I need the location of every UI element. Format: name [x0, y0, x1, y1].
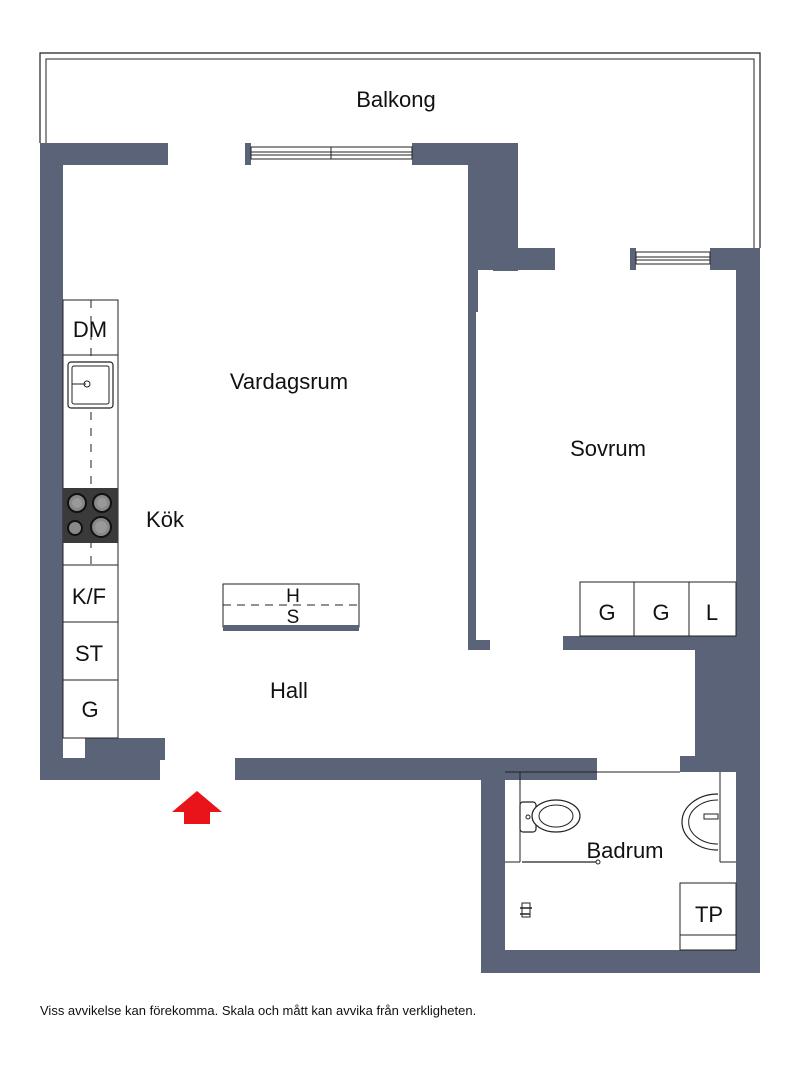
hat-shelf [222, 583, 360, 631]
hob [63, 488, 118, 543]
bedroom-wardrobes [579, 581, 737, 637]
room-label-sovrum: Sovrum [570, 436, 646, 461]
window-living [245, 143, 418, 165]
window-bedroom [630, 248, 711, 270]
fixture-label-st: ST [75, 641, 103, 666]
fixture-label-tp: TP [695, 902, 723, 927]
fixture-label-h: H [286, 586, 300, 607]
fixture-label-g-kitchen: G [81, 697, 98, 722]
washbasin [681, 793, 719, 851]
room-label-vardagsrum: Vardagsrum [230, 369, 348, 394]
disclaimer-text: Viss avvikelse kan förekomma. Skala och … [40, 1003, 477, 1018]
shower-mixer [520, 902, 532, 918]
room-label-badrum: Badrum [586, 838, 663, 863]
room-label-hall: Hall [270, 678, 308, 703]
fixture-label-g-2: G [652, 600, 669, 625]
fixture-label-s: S [287, 607, 300, 628]
fixture-label-dm: DM [73, 317, 107, 342]
floor-plan: Balkong Vardagsrum Sovrum Kök Hall Badru… [39, 52, 761, 973]
dryer [679, 882, 737, 951]
entrance-arrow-icon [172, 791, 222, 824]
fixture-label-g-1: G [598, 600, 615, 625]
room-label-kok: Kök [146, 507, 185, 532]
sink [67, 361, 114, 409]
balcony [39, 52, 761, 248]
wall-niches [476, 270, 493, 640]
toilet [519, 799, 581, 833]
fixture-label-kf: K/F [72, 584, 106, 609]
room-label-balkong: Balkong [356, 87, 436, 112]
fixture-label-l: L [706, 600, 718, 625]
